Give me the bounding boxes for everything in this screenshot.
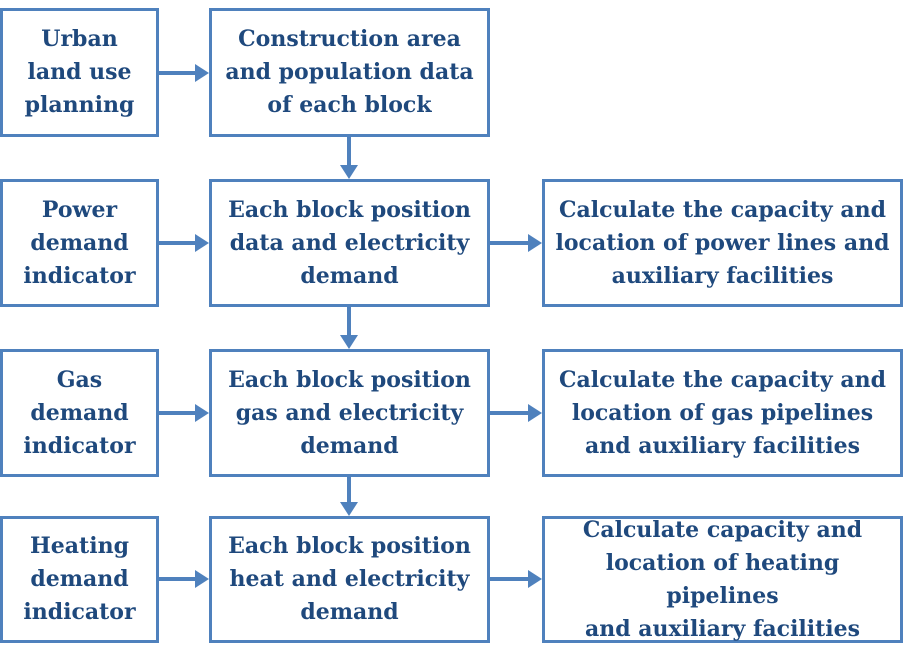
urban-land-use-planning-box: Urban land use planning (0, 8, 159, 137)
arrow-heating-indicator-to-demand (159, 570, 209, 588)
construction-population-box: Construction area and population data of… (209, 8, 490, 137)
heating-pipelines-calculation-label: Calculate capacity and location of heati… (582, 516, 863, 642)
arrow-power-demand-to-gas-demand (340, 307, 358, 349)
heating-pipelines-calculation-box: Calculate capacity and location of heati… (542, 516, 903, 643)
block-gas-demand-box: Each block position gas and electricity … (209, 349, 490, 477)
heating-demand-indicator-label: Heating demand indicator (23, 533, 136, 625)
arrow-construction-to-power-demand (340, 137, 358, 179)
construction-population-label: Construction area and population data of… (225, 26, 474, 118)
power-lines-calculation-box: Calculate the capacity and location of p… (542, 179, 903, 307)
power-demand-indicator-box: Power demand indicator (0, 179, 159, 307)
gas-demand-indicator-label: Gas demand indicator (23, 366, 136, 459)
block-heat-demand-label: Each block position heat and electricity… (228, 533, 471, 625)
power-lines-calculation-label: Calculate the capacity and location of p… (555, 196, 890, 289)
power-demand-indicator-label: Power demand indicator (23, 196, 136, 289)
heating-demand-indicator-box: Heating demand indicator (0, 516, 159, 643)
arrow-power-indicator-to-demand (159, 234, 209, 252)
gas-pipelines-calculation-label: Calculate the capacity and location of g… (558, 366, 887, 459)
arrow-gas-demand-to-heat-demand (340, 477, 358, 516)
urban-land-use-planning-label: Urban land use planning (24, 26, 135, 118)
block-electricity-demand-label: Each block position data and electricity… (228, 196, 471, 289)
arrow-gas-indicator-to-demand (159, 404, 209, 422)
gas-demand-indicator-box: Gas demand indicator (0, 349, 159, 477)
arrow-heat-demand-to-calculation (490, 570, 542, 588)
block-heat-demand-box: Each block position heat and electricity… (209, 516, 490, 643)
arrow-power-demand-to-calculation (490, 234, 542, 252)
gas-pipelines-calculation-box: Calculate the capacity and location of g… (542, 349, 903, 477)
block-electricity-demand-box: Each block position data and electricity… (209, 179, 490, 307)
arrow-urban-to-construction (159, 64, 209, 82)
arrow-gas-demand-to-calculation (490, 404, 542, 422)
block-gas-demand-label: Each block position gas and electricity … (228, 366, 471, 459)
